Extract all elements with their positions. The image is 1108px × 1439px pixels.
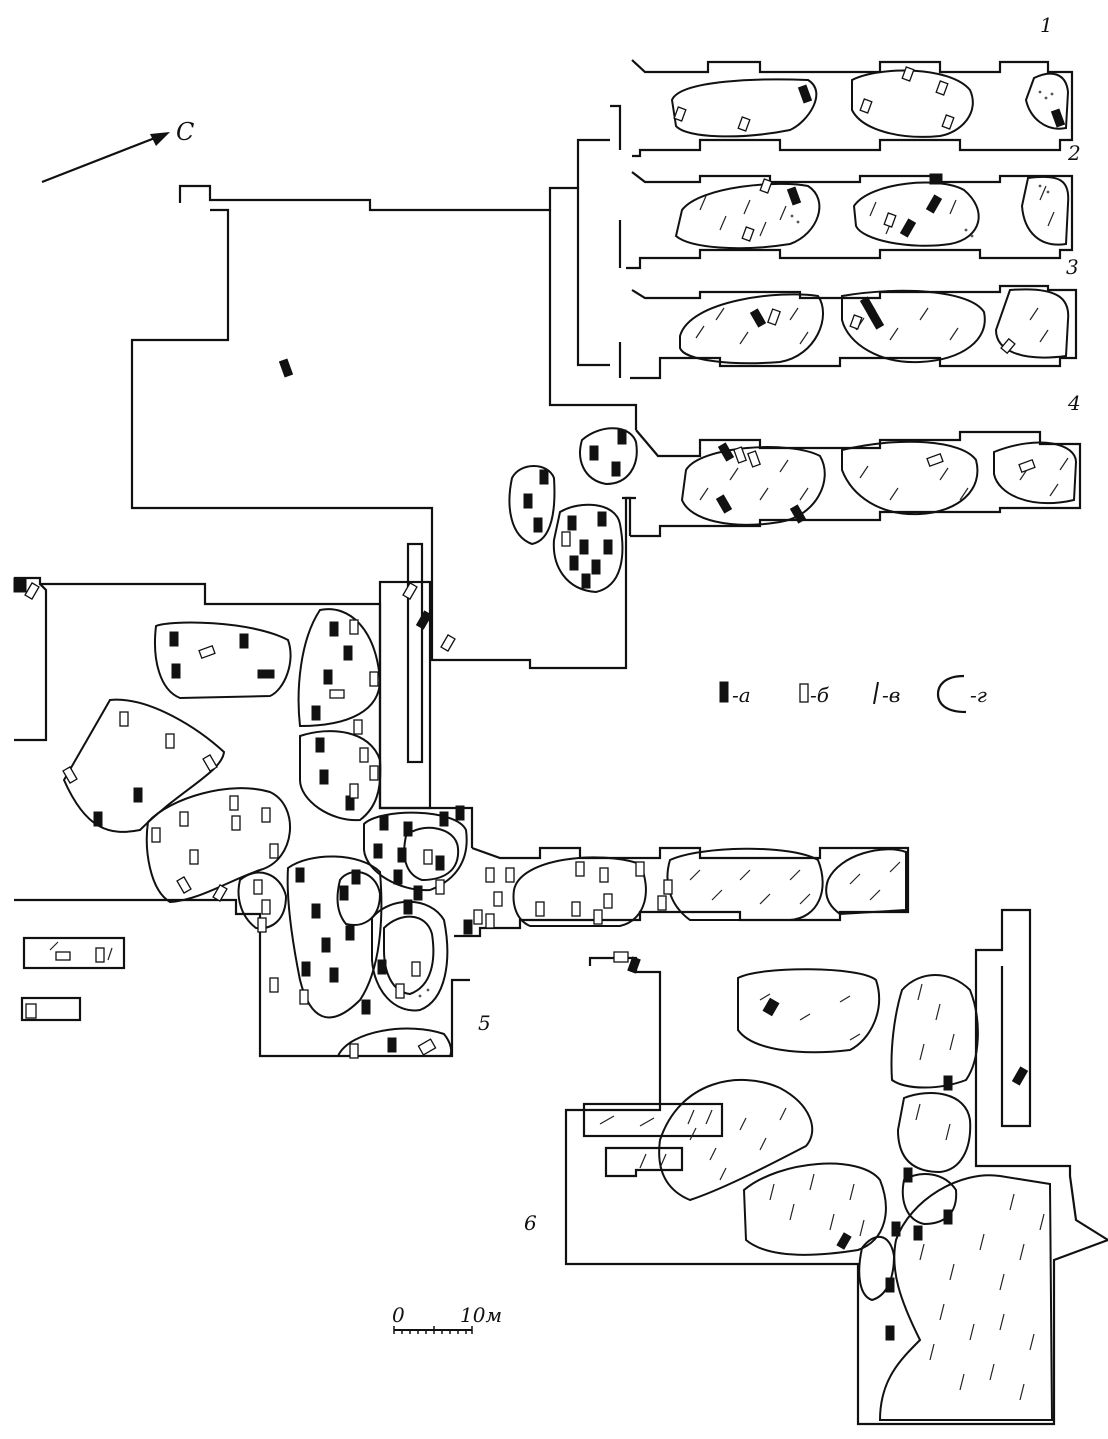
north-label: С [176, 118, 194, 146]
dot-patches [418, 90, 1054, 998]
legend: -а -б -в -г [719, 674, 987, 714]
building-label-1: 1 [1040, 13, 1053, 37]
building-label-4: 4 [1067, 391, 1081, 415]
legend-contour-icon [936, 674, 967, 714]
legend-label-v: -в [882, 683, 900, 707]
legend-stroke-icon [873, 681, 879, 705]
zones [62, 69, 1078, 1421]
legend-label-a: -а [732, 683, 751, 707]
building-label-6: 6 [524, 1211, 537, 1235]
north-arrow-icon [41, 132, 170, 184]
legend-label-b: -б [810, 683, 830, 707]
building-label-5: 5 [478, 1011, 491, 1035]
hatch-marks [49, 185, 1069, 1401]
legend-open-rect-icon [799, 683, 809, 703]
open-blocks [24, 66, 1036, 1059]
filled-blocks [13, 84, 1066, 1341]
walls [14, 59, 1108, 1426]
scale-bar: 0 10м [392, 1303, 502, 1334]
legend-filled-rect-icon [719, 681, 729, 703]
building-label-2: 2 [1067, 141, 1081, 165]
scale-start-label: 0 [392, 1303, 405, 1327]
scale-end-label: 10м [460, 1303, 502, 1327]
legend-label-g: -г [970, 683, 987, 707]
building-label-3: 3 [1066, 255, 1079, 279]
